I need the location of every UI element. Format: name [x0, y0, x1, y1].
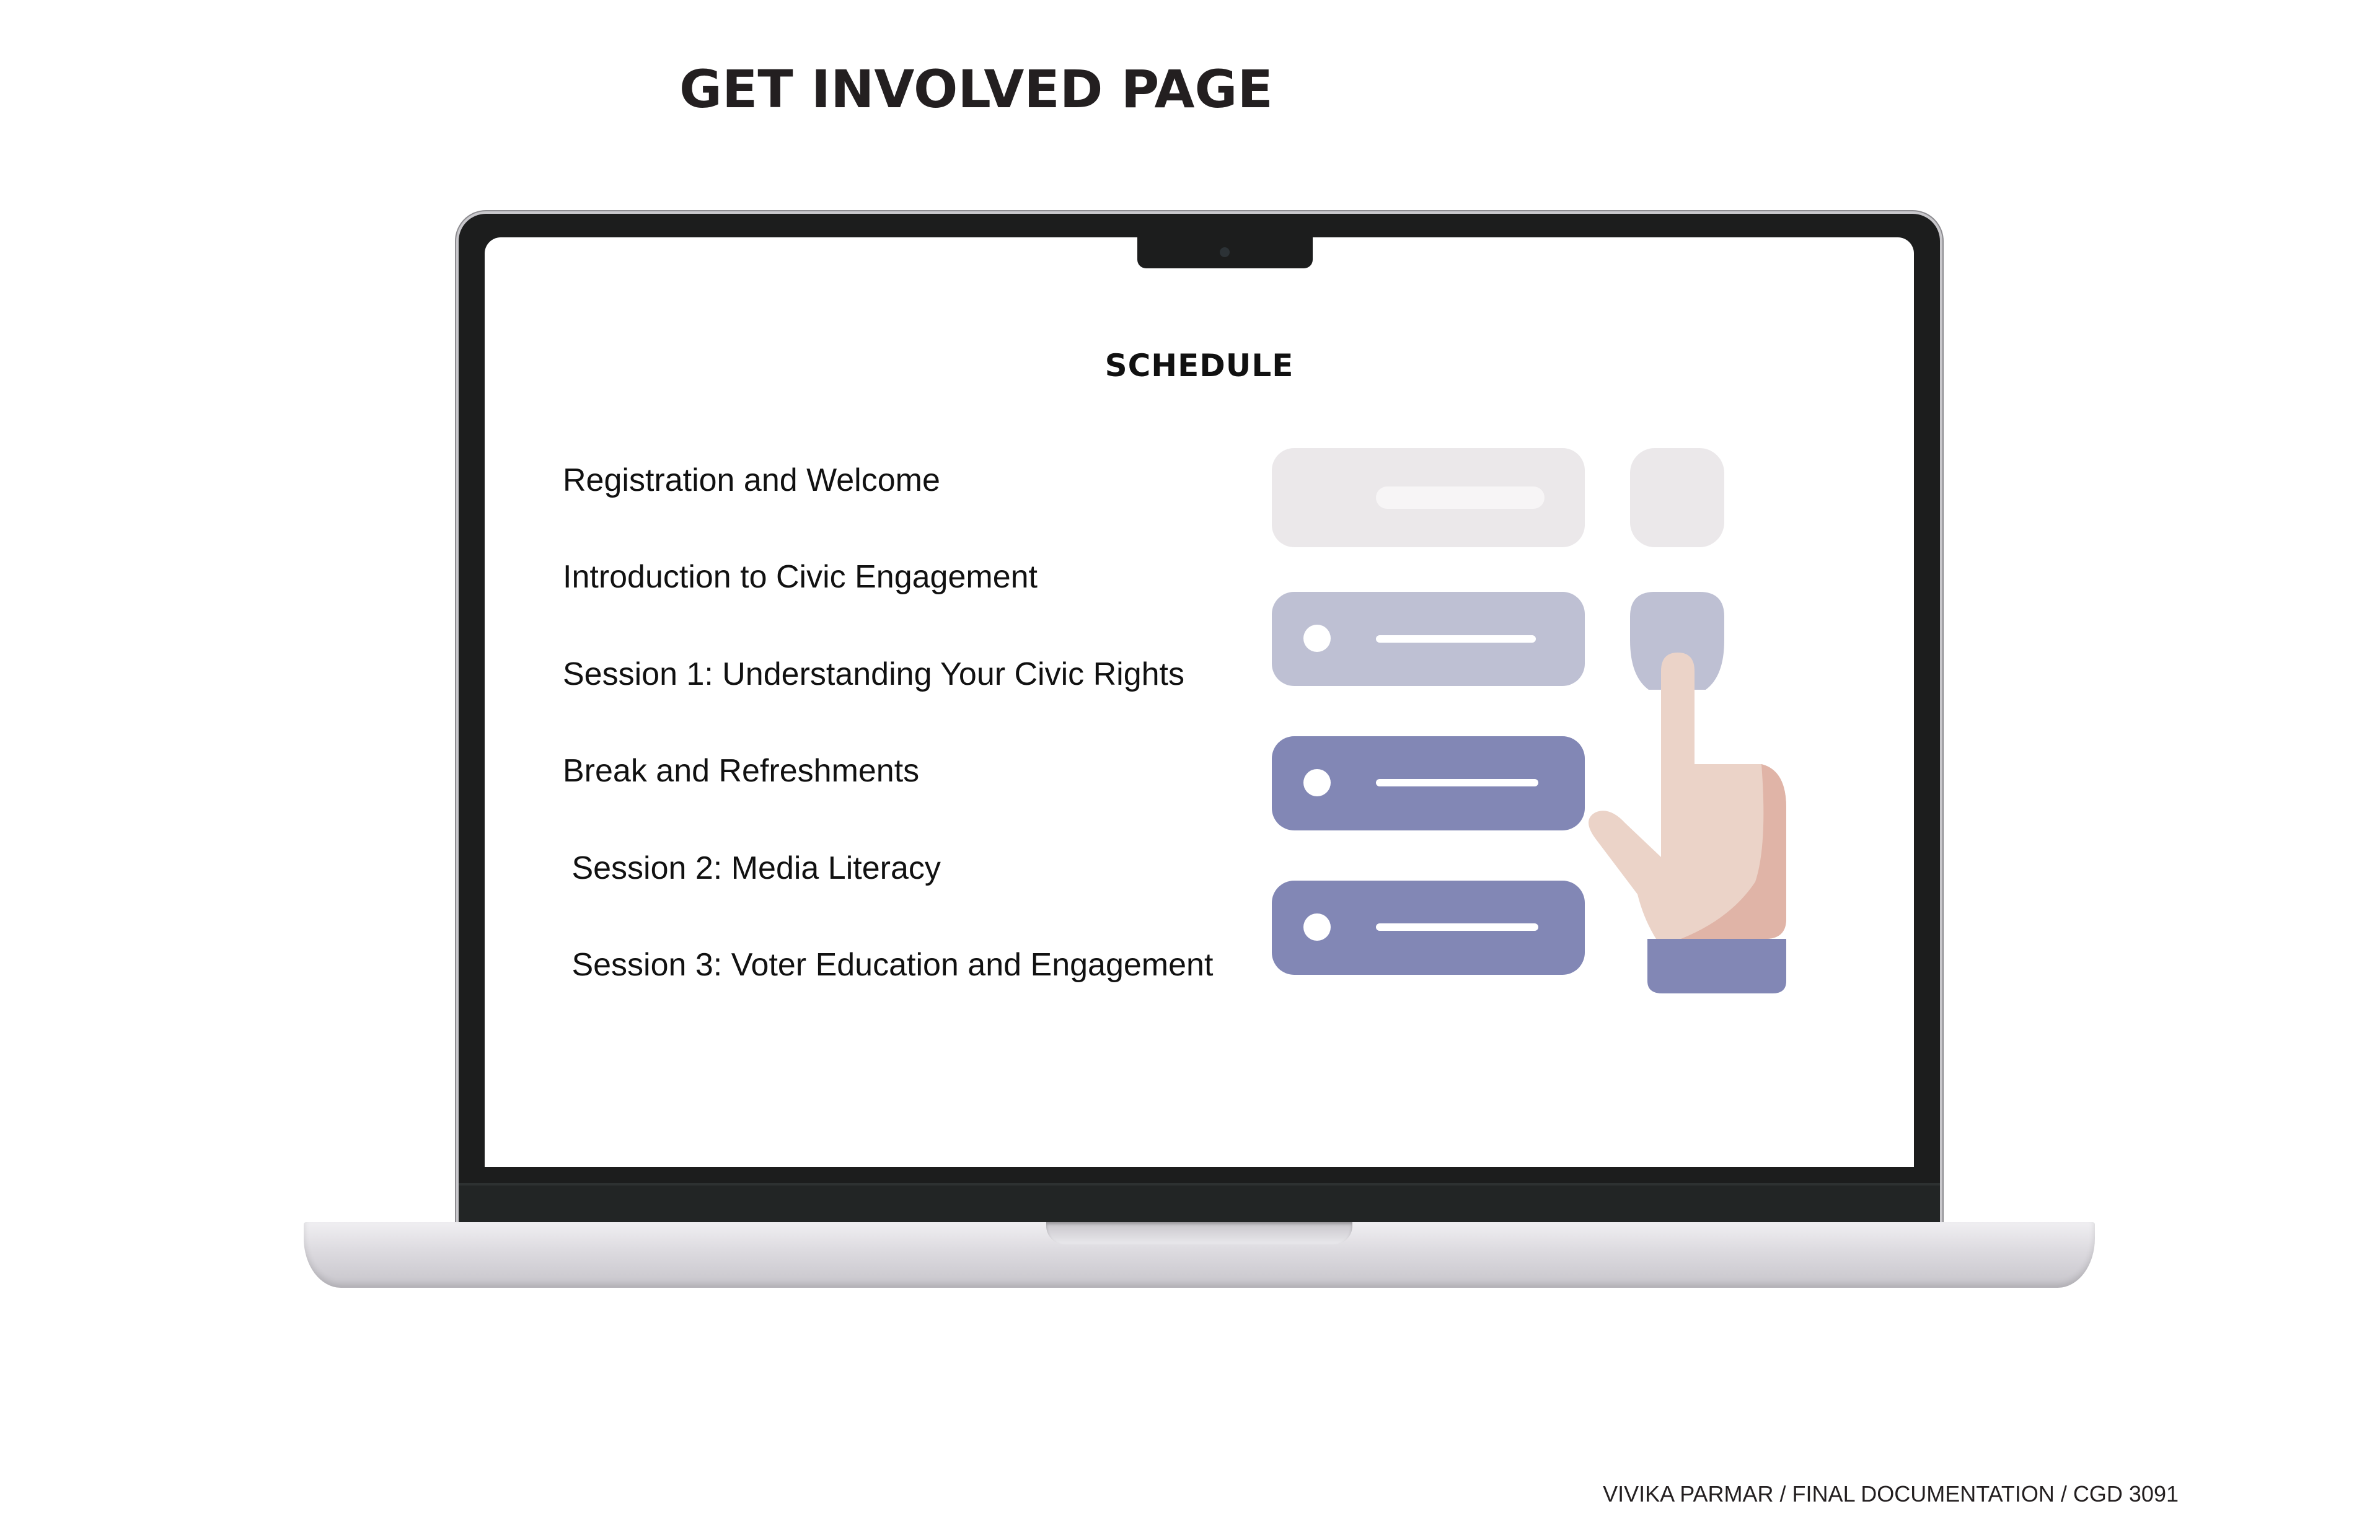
schedule-item-registration: Registration and Welcome: [563, 462, 940, 498]
schedule-item-session-2: Session 2: Media Literacy: [563, 850, 941, 886]
checklist-row-2-dot: [1303, 625, 1331, 652]
webcam-icon: [1220, 247, 1230, 257]
schedule-item-session-1: Session 1: Understanding Your Civic Righ…: [563, 656, 1185, 692]
checklist-box-2: [1630, 592, 1724, 690]
laptop-base-groove: [1046, 1222, 1352, 1244]
laptop-bezel-bottom: [459, 1183, 1940, 1224]
laptop-lid: SCHEDULE Registration and Welcome Introd…: [459, 214, 1940, 1224]
checklist-row-4-dot: [1303, 913, 1331, 941]
checklist-row-4-line: [1376, 923, 1538, 931]
checklist-box-1: [1630, 448, 1724, 547]
pointing-hand-icon: [1589, 653, 1786, 993]
schedule-item-session-3: Session 3: Voter Education and Engagemen…: [563, 947, 1214, 983]
laptop-screen: SCHEDULE Registration and Welcome Introd…: [485, 237, 1914, 1167]
page-heading: GET INVOLVED PAGE: [679, 59, 1273, 120]
checklist-row-2-line: [1376, 635, 1536, 643]
schedule-item-introduction: Introduction to Civic Engagement: [563, 559, 1038, 595]
laptop-base: [304, 1222, 2095, 1288]
checklist-row-3-line: [1376, 779, 1538, 786]
schedule-title: SCHEDULE: [1104, 348, 1294, 384]
schedule-item-break: Break and Refreshments: [563, 753, 920, 789]
camera-notch: [1137, 237, 1313, 268]
checklist-row-3-dot: [1303, 769, 1331, 796]
checklist-hand-pointer-icon: [1272, 448, 1786, 993]
footer-credit: VIVIKA PARMAR / FINAL DOCUMENTATION / CG…: [1603, 1481, 2179, 1507]
checklist-row-1-line: [1376, 486, 1545, 509]
